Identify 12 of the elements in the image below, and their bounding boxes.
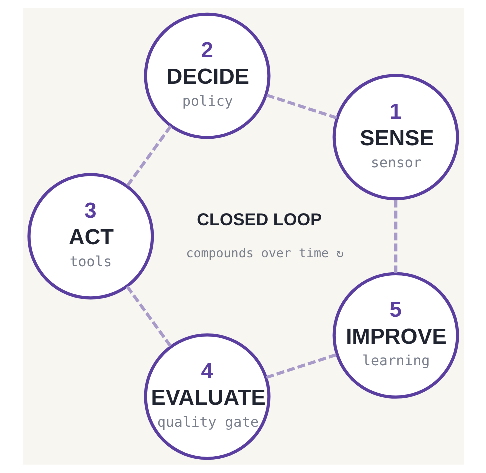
- connector: [126, 125, 172, 188]
- label: compounds over time ↻: [186, 245, 344, 260]
- connector: [266, 353, 338, 380]
- node-circle: 4 EVALUATE quality gate: [144, 334, 270, 460]
- label: CLOSED LOOP: [196, 209, 322, 230]
- node-circle: 5 IMPROVE learning: [332, 272, 459, 399]
- node-circle: 1 SENSE sensor: [332, 74, 459, 201]
- connector: [265, 94, 337, 120]
- connector: [126, 286, 172, 348]
- node-circle: 3 ACT tools: [27, 173, 154, 300]
- node-circle: 2 DECIDE policy: [144, 12, 270, 140]
- connector: [394, 199, 398, 274]
